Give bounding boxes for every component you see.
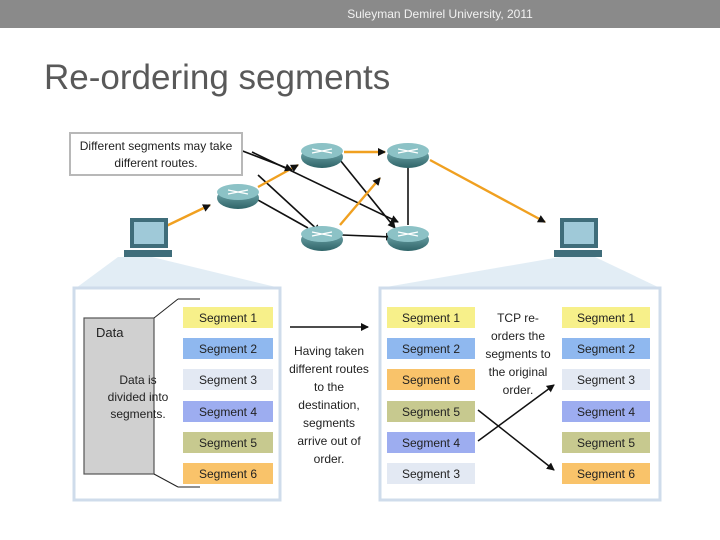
middle-line: Having taken bbox=[294, 344, 364, 358]
segment-label: Segment 2 bbox=[199, 342, 257, 356]
ordered-segments: Segment 1 Segment 2 Segment 3 Segment 4 … bbox=[562, 307, 650, 484]
data-label: Data bbox=[96, 325, 124, 340]
callout-box bbox=[69, 132, 243, 176]
tcp-text: TCP re- orders the segments to the origi… bbox=[485, 311, 551, 397]
segment-label: Segment 1 bbox=[402, 311, 460, 325]
reorder-arrows bbox=[477, 384, 555, 471]
source-computer-icon bbox=[124, 218, 172, 257]
data-block bbox=[83, 317, 155, 475]
segment-label: Segment 2 bbox=[577, 342, 635, 356]
segment-label: Segment 1 bbox=[199, 311, 257, 325]
destination-computer-icon bbox=[554, 218, 602, 257]
segment-label: Segment 4 bbox=[402, 436, 460, 450]
segment-label: Segment 6 bbox=[577, 467, 635, 481]
tcp-line: order. bbox=[503, 383, 534, 397]
router-icon bbox=[301, 143, 343, 168]
callout-line1: Different segments may take bbox=[80, 139, 233, 153]
tcp-line: segments to bbox=[485, 347, 551, 361]
divided-line: segments. bbox=[110, 407, 165, 421]
segment-label: Segment 5 bbox=[199, 436, 257, 450]
middle-line: to the bbox=[314, 380, 344, 394]
middle-line: segments bbox=[303, 416, 355, 430]
middle-line: arrive out of bbox=[297, 434, 361, 448]
segment-label: Segment 6 bbox=[402, 373, 460, 387]
middle-line: different routes bbox=[289, 362, 369, 376]
segment-label: Segment 5 bbox=[402, 405, 460, 419]
divided-line: divided into bbox=[108, 390, 169, 404]
segment-label: Segment 3 bbox=[402, 467, 460, 481]
dest-fan bbox=[380, 257, 660, 288]
segment-label: Segment 4 bbox=[577, 405, 635, 419]
tcp-line: the original bbox=[489, 365, 548, 379]
received-segments: Segment 1 Segment 2 Segment 6 Segment 5 … bbox=[387, 307, 475, 484]
callout-arrow bbox=[239, 149, 293, 172]
router-icon bbox=[387, 143, 429, 168]
segment-label: Segment 3 bbox=[199, 373, 257, 387]
segment-label: Segment 1 bbox=[577, 311, 635, 325]
source-fan bbox=[76, 257, 280, 288]
segment-label: Segment 5 bbox=[577, 436, 635, 450]
segment-label: Segment 3 bbox=[577, 373, 635, 387]
tcp-line: TCP re- bbox=[497, 311, 539, 325]
middle-line: destination, bbox=[298, 398, 359, 412]
segment-label: Segment 4 bbox=[199, 405, 257, 419]
source-segments: Segment 1 Segment 2 Segment 3 Segment 4 … bbox=[183, 307, 273, 484]
header-text: Suleyman Demirel University, 2011 bbox=[347, 7, 533, 21]
router-icon bbox=[387, 226, 429, 251]
slide-title: Re-ordering segments bbox=[44, 58, 391, 97]
segment-label: Segment 6 bbox=[199, 467, 257, 481]
tcp-line: orders the bbox=[491, 329, 545, 343]
callout-line2: different routes. bbox=[114, 156, 197, 170]
router-icon bbox=[217, 184, 259, 209]
middle-text: Having taken different routes to the des… bbox=[289, 344, 369, 466]
segment-label: Segment 2 bbox=[402, 342, 460, 356]
divided-line: Data is bbox=[119, 373, 156, 387]
router-icon bbox=[301, 226, 343, 251]
middle-line: order. bbox=[314, 452, 345, 466]
header-bar: Suleyman Demirel University, 2011 bbox=[0, 0, 720, 28]
